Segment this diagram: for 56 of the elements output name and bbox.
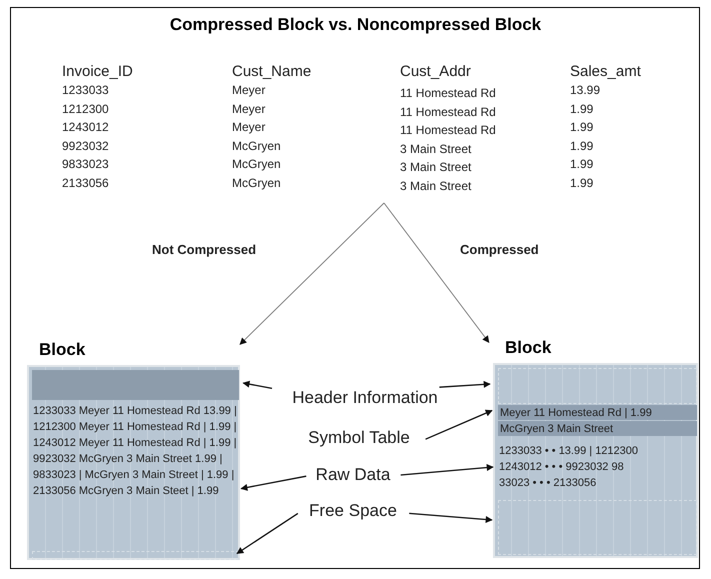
arrow [384, 202, 490, 343]
arrow [236, 512, 298, 554]
callout-label: Raw Data [316, 464, 390, 486]
table-cell: 3 Main Street [400, 159, 472, 175]
callout-label: Header Information [292, 387, 438, 409]
arrow [240, 202, 384, 345]
table-cell: 1.99 [570, 174, 594, 190]
callout-label: Symbol Table [308, 427, 410, 449]
table-cell: Meyer [232, 119, 266, 135]
symbol-table-row [498, 421, 697, 436]
data-text: 1233033 Meyer 11 Homestead Rd 13.99 | 1212300 Meyer 11 Homestead Rd | 1.99 | 1243012 Meyer 11 Homestead Rd | 1.99 | 9923032 McGryen 3 Main Street 1.99 | 9833023 | McGryen 3 Main Street | 1.99 | 2133056 McGryen 3 Main Steet | 1.99 [33, 404, 238, 499]
table-cell: 1243012 [62, 119, 109, 135]
table-cell: Meyer [232, 100, 266, 116]
symbol-table-row [498, 405, 697, 420]
block-region [32, 551, 239, 560]
block-region [498, 368, 697, 404]
block-heading: Block [505, 338, 552, 358]
table-cell: 11 Homestead Rd [400, 104, 496, 120]
arrow [425, 410, 493, 440]
table-cell: 1.99 [570, 138, 594, 154]
table-cell: 9923032 [62, 138, 109, 154]
table-cell: 1.99 [570, 156, 594, 172]
arrow [242, 380, 272, 390]
table-cell: 1212300 [62, 100, 109, 116]
table-cell: 3 Main Street [400, 140, 472, 156]
table-cell: 1.99 [570, 119, 594, 135]
column-header: Sales_amt [570, 62, 641, 82]
table-cell: McGryen [232, 174, 281, 190]
data-text: Meyer 11 Homestead Rd | 1.99 [499, 406, 653, 421]
callout-label: Free Space [309, 500, 397, 522]
arrow [439, 380, 491, 388]
block-heading: Block [39, 340, 86, 360]
table-cell: 11 Homestead Rd [400, 122, 496, 138]
data-text: McGryen 3 Main Street [499, 422, 614, 437]
table-cell: 11 Homestead Rd [400, 85, 496, 101]
table-cell: 13.99 [570, 82, 600, 98]
column-header: Cust_Name [232, 62, 312, 82]
data-text: 1243012 • • • 9923032 98 [499, 460, 625, 475]
table-cell: 1233033 [62, 82, 109, 98]
column-header: Invoice_ID [62, 62, 133, 82]
block-region [32, 370, 239, 400]
table-cell: 3 Main Street [400, 178, 472, 194]
table-cell: McGryen [232, 138, 281, 154]
table-cell: McGryen [232, 156, 281, 172]
arrow [400, 464, 494, 476]
column-header: Cust_Addr [400, 62, 471, 82]
block-region [498, 500, 697, 555]
arrow [240, 476, 306, 491]
arrow [409, 512, 493, 523]
data-text: 1233033 • • 13.99 | 1212300 [499, 444, 640, 459]
table-cell: 2133056 [62, 174, 109, 190]
table-cell: 1.99 [570, 100, 594, 116]
table-cell: Meyer [232, 82, 266, 98]
data-text: 33023 • • • 2133056 [499, 476, 598, 491]
table-cell: 9833023 [62, 156, 109, 172]
title: Compressed Block vs. Noncompressed Block [168, 14, 542, 36]
